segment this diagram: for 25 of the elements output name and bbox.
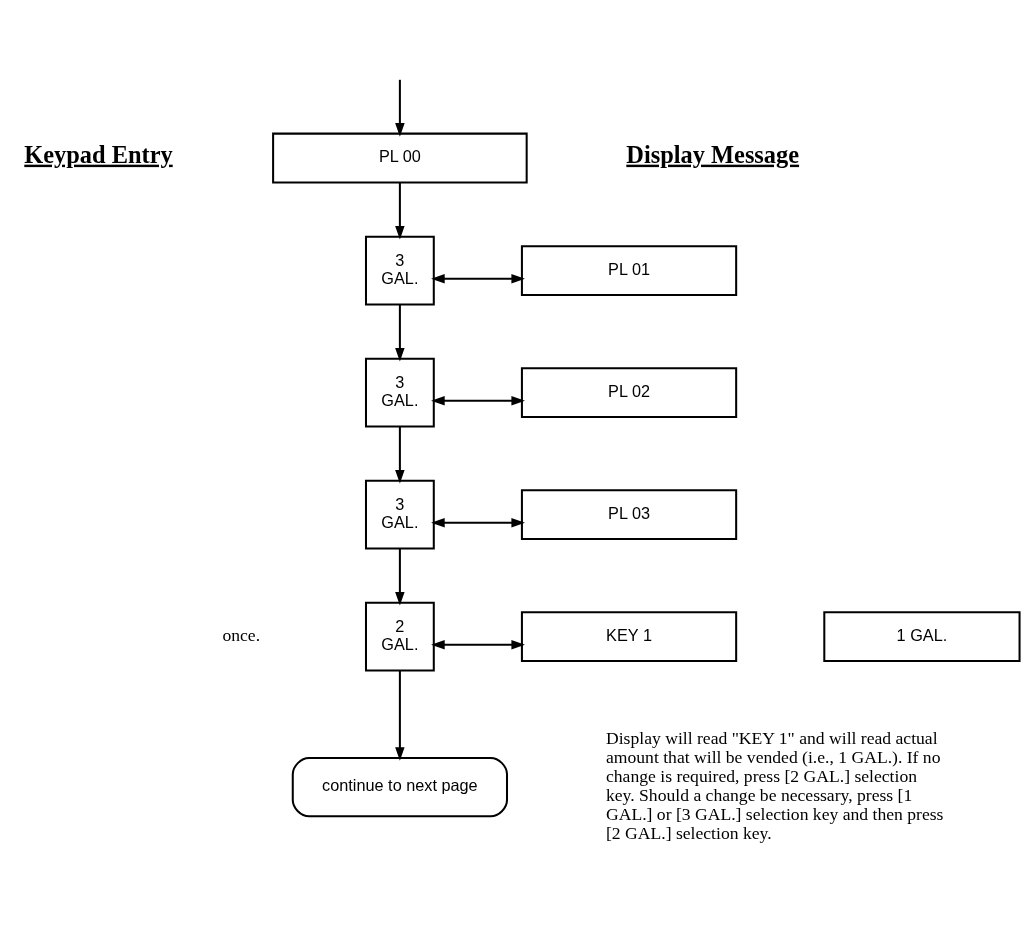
arrow bbox=[431, 639, 525, 650]
node-box: 3 GAL. bbox=[364, 235, 435, 305]
node-box: PL 00 bbox=[272, 132, 528, 183]
label: once. bbox=[222, 624, 261, 645]
node-box: 3 GAL. bbox=[364, 357, 435, 428]
arrow bbox=[431, 273, 525, 283]
node-box: PL 02 bbox=[520, 366, 738, 418]
node-box: PL 03 bbox=[520, 488, 738, 540]
node-box: 2 GAL. bbox=[364, 601, 435, 672]
arrow bbox=[395, 79, 405, 137]
arrow bbox=[431, 395, 525, 405]
node-box: PL 01 bbox=[520, 244, 738, 296]
label: Display will read "KEY 1" and will read actual amount that will be vended (i.e., 1 GAL.). If no change is required, press [2 GAL.] selection key. Should a change be necessary, press [1 GAL.] or [3 GAL.] selection key and then press [2 GAL.] selection key. bbox=[605, 727, 944, 843]
node-box: continue to next page bbox=[291, 756, 509, 817]
label: Keypad Entry bbox=[24, 140, 173, 168]
arrow bbox=[395, 548, 405, 606]
node-box: KEY 1 bbox=[520, 610, 738, 662]
label: Display Message bbox=[626, 140, 800, 168]
arrow bbox=[395, 426, 405, 483]
arrow bbox=[395, 304, 405, 361]
arrow bbox=[431, 517, 525, 528]
arrow bbox=[395, 670, 405, 761]
node-box: 1 GAL. bbox=[823, 610, 1021, 662]
node-box: 3 GAL. bbox=[364, 479, 435, 550]
arrow bbox=[395, 181, 405, 239]
